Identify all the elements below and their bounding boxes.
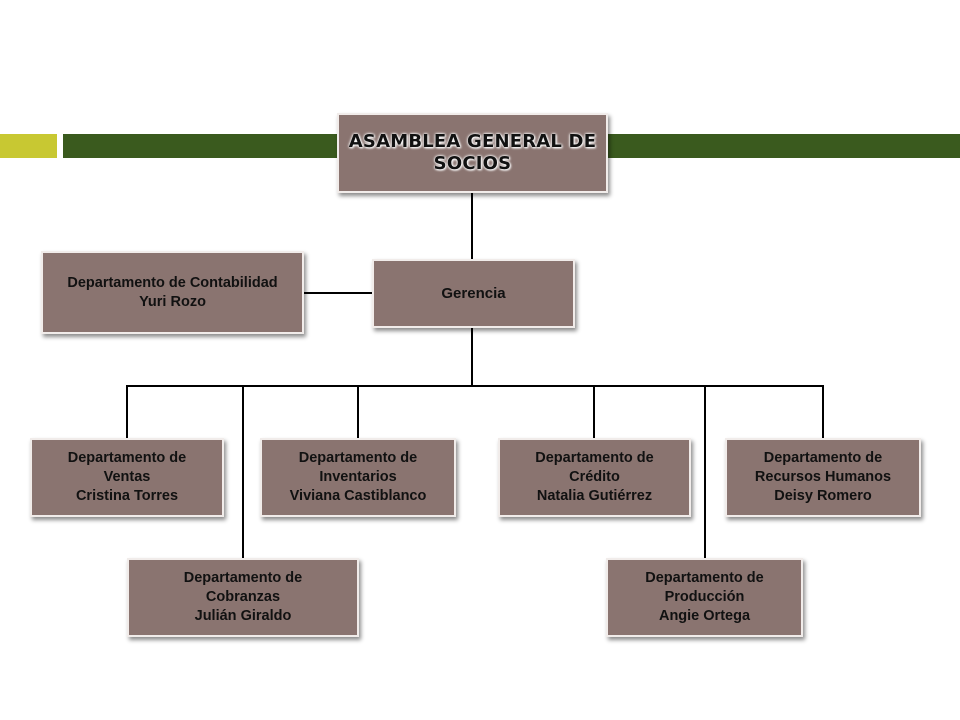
node-department: Departamento de [535, 450, 654, 466]
node-person: Deisy Romero [774, 488, 872, 504]
node-contabilidad: Departamento de Contabilidad Yuri Rozo [41, 251, 304, 334]
node-department: Producción [664, 589, 745, 605]
connector-drop-cobranzas [242, 385, 244, 561]
node-produccion: Departamento de Producción Angie Ortega [606, 558, 803, 637]
node-ventas: Departamento de Ventas Cristina Torres [30, 438, 224, 517]
node-person: Cristina Torres [75, 488, 179, 504]
node-department: Departamento de [298, 450, 418, 466]
accent-bar-yellow [0, 134, 57, 158]
node-department: Departamento de Contabilidad [67, 274, 278, 291]
node-label: Gerencia [441, 285, 506, 302]
node-person: Natalia Gutiérrez [536, 488, 653, 504]
node-department: Crédito [569, 469, 620, 485]
node-title-line: SOCIOS [433, 153, 512, 174]
node-department: Recursos Humanos [754, 469, 892, 485]
connector-asamblea-gerencia [471, 190, 473, 260]
node-cobranzas: Departamento de Cobranzas Julián Giraldo [127, 558, 359, 637]
connector-drop-ventas [126, 385, 128, 441]
node-person: Angie Ortega [658, 608, 751, 624]
connector-drop-credito [593, 385, 595, 441]
node-person: Julián Giraldo [194, 608, 292, 624]
node-person: Yuri Rozo [139, 293, 206, 310]
node-department: Departamento de [763, 450, 883, 466]
node-department: Ventas [103, 469, 151, 485]
node-department: Departamento de [183, 570, 303, 586]
node-recursos-humanos: Departamento de Recursos Humanos Deisy R… [725, 438, 921, 517]
node-credito: Departamento de Crédito Natalia Gutiérre… [498, 438, 691, 517]
node-department: Departamento de [645, 570, 764, 586]
connector-horizontal-bus [126, 385, 824, 387]
node-department: Inventarios [319, 469, 397, 485]
connector-gerencia-bus [471, 326, 473, 387]
node-asamblea-general: ASAMBLEA GENERAL DE SOCIOS [337, 113, 608, 193]
connector-drop-inventarios [357, 385, 359, 441]
connector-contabilidad-gerencia [302, 292, 374, 294]
node-inventarios: Departamento de Inventarios Viviana Cast… [260, 438, 456, 517]
node-gerencia: Gerencia [372, 259, 575, 328]
node-department: Departamento de [67, 450, 187, 466]
node-person: Viviana Castiblanco [289, 488, 427, 504]
connector-drop-recursos-humanos [822, 385, 824, 441]
connector-drop-produccion [704, 385, 706, 561]
node-department: Cobranzas [205, 589, 281, 605]
node-title-line: ASAMBLEA GENERAL DE [348, 131, 597, 152]
